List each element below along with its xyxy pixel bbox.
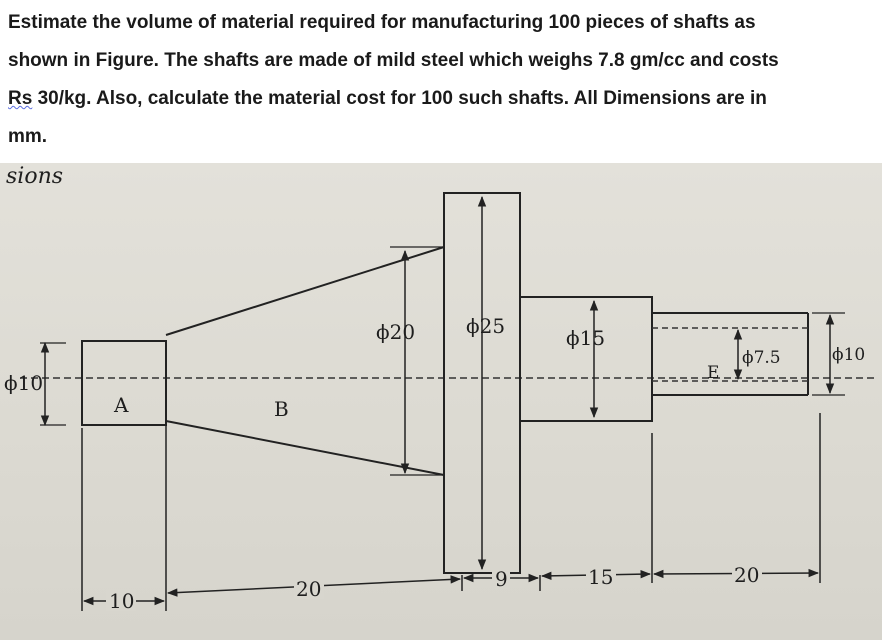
shaft-figure-photo: sions ϕ10 ϕ20 <box>0 163 882 640</box>
part-a-label: A <box>113 393 129 417</box>
section-b-taper <box>165 246 445 476</box>
part-e-label: E <box>707 363 719 383</box>
dia-b-label: ϕ20 <box>376 320 415 344</box>
page-fragment-text: sions <box>6 164 63 189</box>
len-b-label: 20 <box>296 577 321 601</box>
section-a <box>81 340 167 426</box>
len-c-label: 9 <box>495 567 508 591</box>
dia-a-label: ϕ10 <box>4 371 43 395</box>
section-e <box>652 312 809 396</box>
question-line-3: Rs 30/kg. Also, calculate the material c… <box>8 80 878 118</box>
part-b-label: B <box>274 397 289 421</box>
len-a-label: 10 <box>109 589 134 613</box>
question-text: Estimate the volume of material required… <box>8 4 878 156</box>
dia-e-outer-label: ϕ10 <box>832 345 865 365</box>
dia-d-label: ϕ15 <box>566 326 605 350</box>
len-d-label: 15 <box>588 565 613 589</box>
question-line-4: mm. <box>8 126 48 147</box>
dia-c-label: ϕ25 <box>466 314 505 338</box>
extension-lines <box>81 413 821 611</box>
dia-e-inner-label: ϕ7.5 <box>742 348 781 368</box>
question-line-2: shown in Figure. The shafts are made of … <box>8 50 779 71</box>
section-d <box>519 296 653 422</box>
question-line-1: Estimate the volume of material required… <box>8 12 756 33</box>
currency-rs: Rs <box>8 88 33 109</box>
len-e-label: 20 <box>734 563 759 587</box>
question-line-3-rest: 30/kg. Also, calculate the material cost… <box>32 88 767 109</box>
shaft-drawing: sions ϕ10 ϕ20 <box>4 164 875 613</box>
